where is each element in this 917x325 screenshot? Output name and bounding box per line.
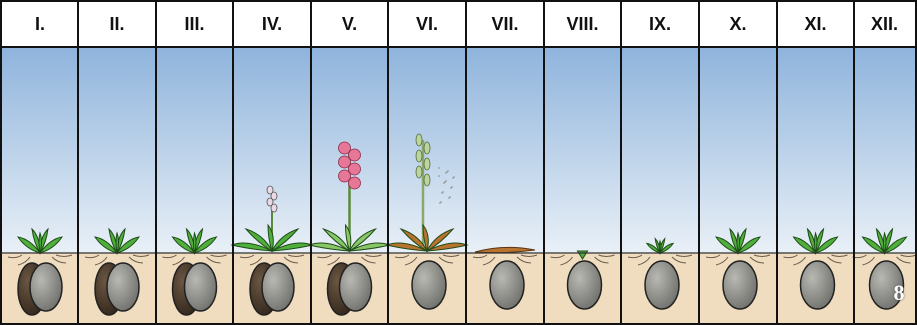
flower-bud xyxy=(271,204,277,212)
seed-dust xyxy=(438,175,440,177)
month-label-2: II. xyxy=(78,0,156,46)
leaf xyxy=(737,233,740,253)
flower-blossom xyxy=(349,149,361,161)
new-tuber xyxy=(30,263,62,311)
seed-dust xyxy=(447,170,449,172)
flower-blossom xyxy=(339,170,351,182)
seed-dust xyxy=(451,186,453,188)
seed-dust xyxy=(453,176,455,178)
flower-blossom xyxy=(349,163,361,175)
month-label-3: III. xyxy=(156,0,233,46)
flower-blossom xyxy=(339,156,351,168)
new-tuber xyxy=(412,261,446,309)
leaf xyxy=(39,233,42,253)
month-label-6: VI. xyxy=(388,0,466,46)
flower-blossom xyxy=(339,142,351,154)
leaf xyxy=(659,241,661,253)
seed-dust xyxy=(445,180,447,182)
new-tuber xyxy=(723,261,757,309)
new-tuber xyxy=(340,263,372,311)
page-number: 8 xyxy=(884,278,914,308)
month-label-7: VII. xyxy=(466,0,544,46)
seed-dust xyxy=(438,167,440,169)
month-label-5: V. xyxy=(311,0,388,46)
new-tuber xyxy=(568,261,602,309)
sky-band xyxy=(2,48,915,253)
month-label-12: XII. xyxy=(854,0,915,46)
month-label-1: I. xyxy=(2,0,78,46)
leaf xyxy=(884,233,887,253)
month-label-11: XI. xyxy=(777,0,854,46)
leaf xyxy=(815,233,818,253)
new-tuber xyxy=(645,261,679,309)
seed-pod xyxy=(416,150,422,162)
seed-pod xyxy=(416,166,422,178)
seed-dust xyxy=(442,191,444,193)
seed-pod xyxy=(424,174,430,186)
new-tuber xyxy=(490,261,524,309)
leaf xyxy=(194,233,197,253)
leaf xyxy=(116,233,119,253)
seed-dust xyxy=(440,201,442,203)
month-label-9: IX. xyxy=(621,0,699,46)
new-tuber xyxy=(107,263,139,311)
flower-blossom xyxy=(349,177,361,189)
seed-pod xyxy=(424,142,430,154)
seed-dust xyxy=(449,196,451,198)
month-header-row: I. II. III. IV. V. VI. VII. VIII. IX. X.… xyxy=(0,0,917,48)
month-label-8: VIII. xyxy=(544,0,621,46)
seed-pod xyxy=(416,134,422,146)
month-label-4: IV. xyxy=(233,0,311,46)
month-label-10: X. xyxy=(699,0,777,46)
new-tuber xyxy=(262,263,294,311)
new-tuber xyxy=(801,261,835,309)
seed-pod xyxy=(424,158,430,170)
new-tuber xyxy=(185,263,217,311)
